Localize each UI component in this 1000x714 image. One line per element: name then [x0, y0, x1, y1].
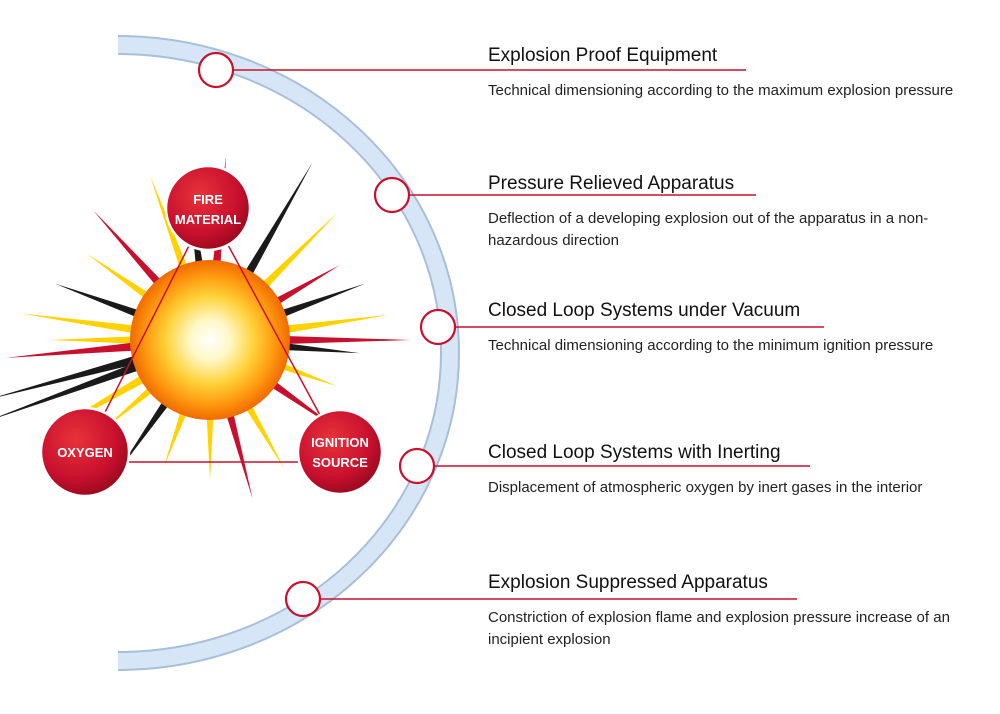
arc-node-4	[398, 447, 436, 485]
explosion-core	[130, 260, 290, 420]
item-inerting: Closed Loop Systems with Inerting Displa…	[488, 441, 958, 499]
explosion-spike	[5, 338, 171, 358]
item-title: Closed Loop Systems under Vacuum	[488, 300, 801, 321]
fire-material-node: FIRE MATERIAL	[164, 164, 252, 252]
protection-arc-fill	[117, 37, 458, 669]
ignition-source-label-1: IGNITION	[311, 435, 369, 450]
ignition-source-node: IGNITION SOURCE	[296, 408, 384, 496]
item-explosion-proof: Explosion Proof Equipment Technical dime…	[488, 44, 958, 102]
arc-node-3	[419, 308, 457, 346]
item-pressure-relieved: Pressure Relieved Apparatus Deflection o…	[488, 172, 958, 252]
item-title: Explosion Suppressed Apparatus	[488, 572, 768, 593]
item-description: Technical dimensioning according to the …	[488, 337, 934, 354]
connector-lines	[234, 69, 824, 600]
item-description: Constriction of explosion flame and expl…	[488, 609, 950, 648]
arc-node-1	[197, 51, 235, 89]
item-description: Deflection of a developing explosion out…	[488, 210, 929, 249]
item-title: Closed Loop Systems with Inerting	[488, 442, 781, 463]
item-title: Explosion Proof Equipment	[488, 45, 718, 66]
explosion-spike	[0, 348, 175, 417]
arc-node-5	[284, 580, 322, 618]
oxygen-label: OXYGEN	[57, 445, 113, 460]
item-title: Pressure Relieved Apparatus	[488, 173, 735, 194]
fire-material-label-2: MATERIAL	[175, 212, 241, 227]
fire-material-label-1: FIRE	[193, 192, 223, 207]
item-description: Technical dimensioning according to the …	[488, 82, 954, 99]
ignition-source-label-2: SOURCE	[312, 455, 368, 470]
item-description: Displacement of atmospheric oxygen by in…	[488, 479, 923, 496]
item-vacuum: Closed Loop Systems under Vacuum Technic…	[488, 299, 958, 357]
arc-node-2	[373, 176, 411, 214]
oxygen-node: OXYGEN	[39, 406, 131, 498]
item-suppressed: Explosion Suppressed Apparatus Constrict…	[488, 571, 958, 651]
arc-nodes	[197, 51, 457, 618]
explosion-spike	[0, 345, 174, 397]
